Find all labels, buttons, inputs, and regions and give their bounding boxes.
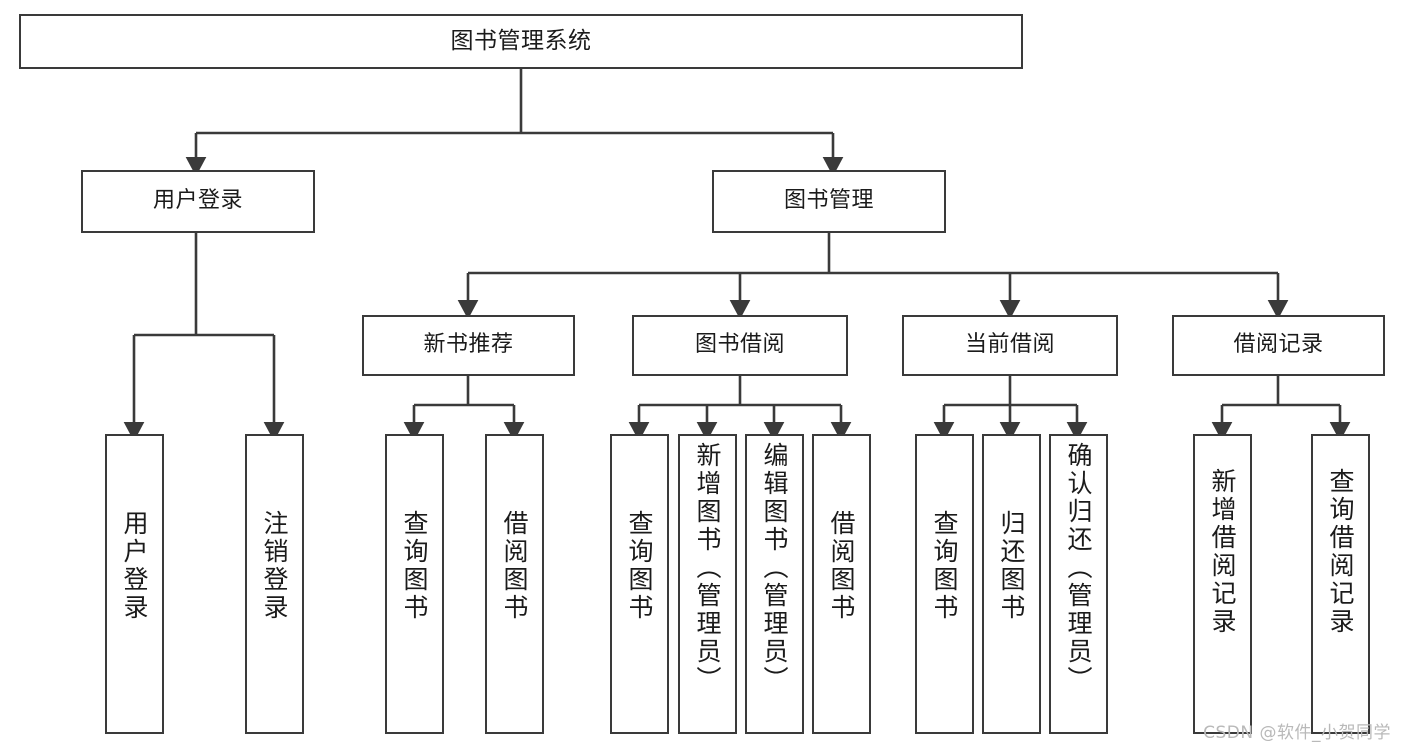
node-new-book-recommend[interactable]: 新书推荐 (362, 315, 575, 376)
leaf-book-borrow-edit[interactable]: 编辑图书（管理员） (745, 434, 804, 734)
csdn-watermark: CSDN @软件_小贺同学 (1203, 723, 1391, 743)
leaf-borrow-record-query[interactable]: 查询借阅记录 (1311, 434, 1370, 734)
node-label: 当前借阅 (964, 332, 1055, 358)
leaf-book-borrow-query[interactable]: 查询图书 (610, 434, 669, 734)
node-label: 新书推荐 (423, 332, 514, 358)
node-label: 确认归还（管理员） (1064, 442, 1093, 694)
node-label: 编辑图书（管理员） (760, 442, 789, 694)
node-label: 借阅记录 (1233, 332, 1324, 358)
node-current-borrow[interactable]: 当前借阅 (902, 315, 1118, 376)
leaf-borrow-record-add[interactable]: 新增借阅记录 (1193, 434, 1252, 734)
node-label: 查询图书 (400, 510, 429, 622)
node-label: 新增借阅记录 (1208, 468, 1237, 636)
node-label: 图书借阅 (694, 332, 785, 358)
leaf-current-borrow-return[interactable]: 归还图书 (982, 434, 1041, 734)
node-root-system[interactable]: 图书管理系统 (19, 14, 1023, 69)
node-label: 新增图书（管理员） (693, 442, 722, 694)
node-user-login[interactable]: 用户登录 (81, 170, 315, 233)
leaf-current-borrow-query[interactable]: 查询图书 (915, 434, 974, 734)
node-label: 查询图书 (930, 510, 959, 622)
node-label: 借阅图书 (827, 510, 856, 622)
leaf-new-book-query[interactable]: 查询图书 (385, 434, 444, 734)
node-label: 查询借阅记录 (1326, 468, 1355, 636)
node-label: 归还图书 (997, 510, 1026, 622)
leaf-book-borrow-borrow[interactable]: 借阅图书 (812, 434, 871, 734)
leaf-current-borrow-confirm[interactable]: 确认归还（管理员） (1049, 434, 1108, 734)
leaf-book-borrow-add[interactable]: 新增图书（管理员） (678, 434, 737, 734)
node-label: 查询图书 (625, 510, 654, 622)
node-label: 用户登录 (120, 510, 149, 622)
leaf-new-book-borrow[interactable]: 借阅图书 (485, 434, 544, 734)
node-label: 图书管理系统 (450, 27, 592, 54)
leaf-user-login-logout[interactable]: 注销登录 (245, 434, 304, 734)
node-book-borrow[interactable]: 图书借阅 (632, 315, 848, 376)
leaf-user-login-login[interactable]: 用户登录 (105, 434, 164, 734)
node-label: 图书管理 (783, 188, 874, 214)
node-book-management[interactable]: 图书管理 (712, 170, 946, 233)
node-label: 注销登录 (260, 510, 289, 622)
node-label: 借阅图书 (500, 510, 529, 622)
node-label: 用户登录 (152, 188, 243, 214)
node-borrow-record[interactable]: 借阅记录 (1172, 315, 1385, 376)
